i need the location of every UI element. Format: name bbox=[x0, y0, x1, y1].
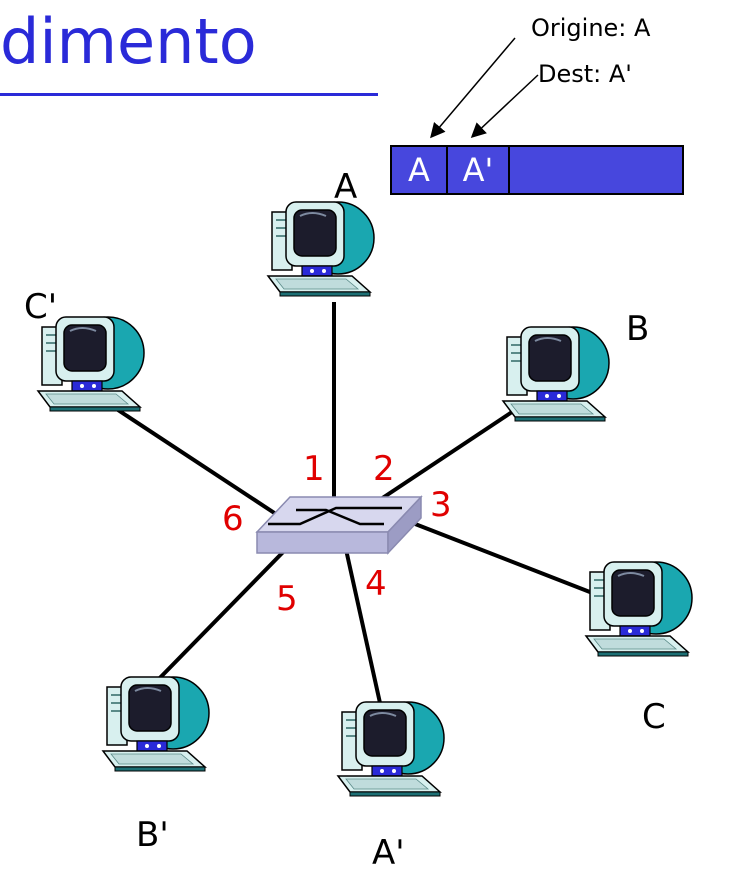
link-port2-B bbox=[370, 408, 517, 507]
link-port5-Bprime bbox=[146, 543, 292, 692]
arrow-dest bbox=[470, 74, 539, 139]
port-label-6: 6 bbox=[222, 499, 244, 539]
host-label-C-prime: C' bbox=[24, 287, 58, 327]
host-label-A: A bbox=[334, 167, 358, 207]
port-label-1: 1 bbox=[303, 449, 325, 489]
port-label-3: 3 bbox=[430, 485, 452, 525]
arrow-source bbox=[430, 37, 516, 139]
port-label-4: 4 bbox=[365, 564, 387, 604]
link-port6-Cprime bbox=[116, 408, 287, 522]
computer-icon-C bbox=[585, 561, 693, 657]
ethernet-frame: A A' bbox=[390, 145, 684, 195]
title-underline bbox=[0, 93, 378, 96]
port-label-5: 5 bbox=[276, 579, 298, 619]
network-links bbox=[116, 302, 596, 713]
annotation-source: Origine: A bbox=[531, 14, 651, 42]
computer-icon-B bbox=[502, 326, 610, 422]
page-title: dimento bbox=[0, 5, 257, 78]
annotation-dest: Dest: A' bbox=[538, 60, 632, 88]
switch bbox=[255, 495, 423, 555]
frame-dest-field: A' bbox=[448, 147, 510, 193]
host-label-A-prime: A' bbox=[372, 833, 405, 873]
port-label-2: 2 bbox=[373, 449, 395, 489]
host-label-B-prime: B' bbox=[136, 815, 169, 855]
computer-icon-Bprime bbox=[102, 676, 210, 772]
computer-icon-Cprime bbox=[37, 316, 145, 412]
link-port4-Aprime bbox=[343, 544, 384, 713]
computer-icon-A bbox=[267, 201, 375, 297]
link-port3-C bbox=[409, 520, 596, 596]
frame-source-field: A bbox=[392, 147, 448, 193]
host-label-C: C bbox=[642, 697, 666, 737]
computer-icon-Aprime bbox=[337, 701, 445, 797]
host-label-B: B bbox=[626, 309, 650, 349]
